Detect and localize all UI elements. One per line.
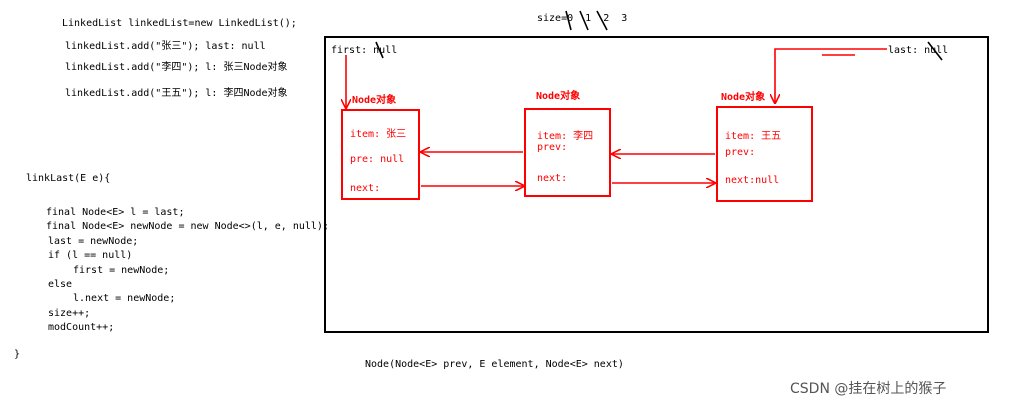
method-line-2: final Node<E> newNode = new Node<>(l, e,… [46,221,329,232]
node-3-prev: prev: [725,147,756,158]
method-line-4: if (l == null) [48,250,133,261]
size-label: size=0 1 2 3 [537,13,628,24]
node-2-box [524,108,611,197]
node-3-item: item: 王五 [725,131,782,142]
node-2-prev: prev: [537,142,568,153]
method-line-7: l.next = newNode; [73,293,176,304]
method-line-5: first = newNode; [73,265,170,276]
node-constructor-signature: Node(Node<E> prev, E element, Node<E> ne… [365,359,624,370]
node-2-next: next: [537,173,568,184]
node-2-title: Node对象 [536,91,581,102]
method-signature: linkLast(E e){ [26,173,111,184]
node-3-box [716,106,813,202]
node-2-item: item: 李四 [537,131,594,142]
method-line-8: size++; [48,308,91,319]
size-strike-2 [596,10,608,31]
node-1-item: item: 张三 [350,129,407,140]
method-closing-brace: } [14,349,21,360]
node-1-next: next: [350,183,381,194]
node-1-box [341,109,420,200]
node-3-next: next:null [725,175,780,186]
node-3-title: Node对象 [721,92,766,103]
list-frame [324,36,989,333]
code-line-add-2: linkedList.add("李四"); l: 张三Node对象 [65,62,288,73]
code-line-add-3: linkedList.add("王五"); l: 李四Node对象 [65,88,288,99]
method-line-6: else [48,279,73,290]
node-1-prev: pre: null [350,154,405,165]
size-strike-0 [565,10,572,31]
last-label: last: null [888,45,949,56]
node-1-title: Node对象 [352,95,397,106]
csdn-watermark: CSDN @挂在树上的猴子 [790,381,947,397]
size-strike-1 [579,10,589,31]
method-line-3: last = newNode; [48,236,139,247]
last-pointer-arrow [775,48,887,102]
code-line-add-1: linkedList.add("张三"); last: null [65,41,266,52]
method-line-1: final Node<E> l = last; [46,207,185,218]
first-null-strike [375,41,384,59]
method-line-9: modCount++; [48,322,115,333]
last-null-strike [927,41,943,61]
first-label: first: null [331,45,398,56]
code-line-new-list: LinkedList linkedList=new LinkedList(); [62,18,297,29]
